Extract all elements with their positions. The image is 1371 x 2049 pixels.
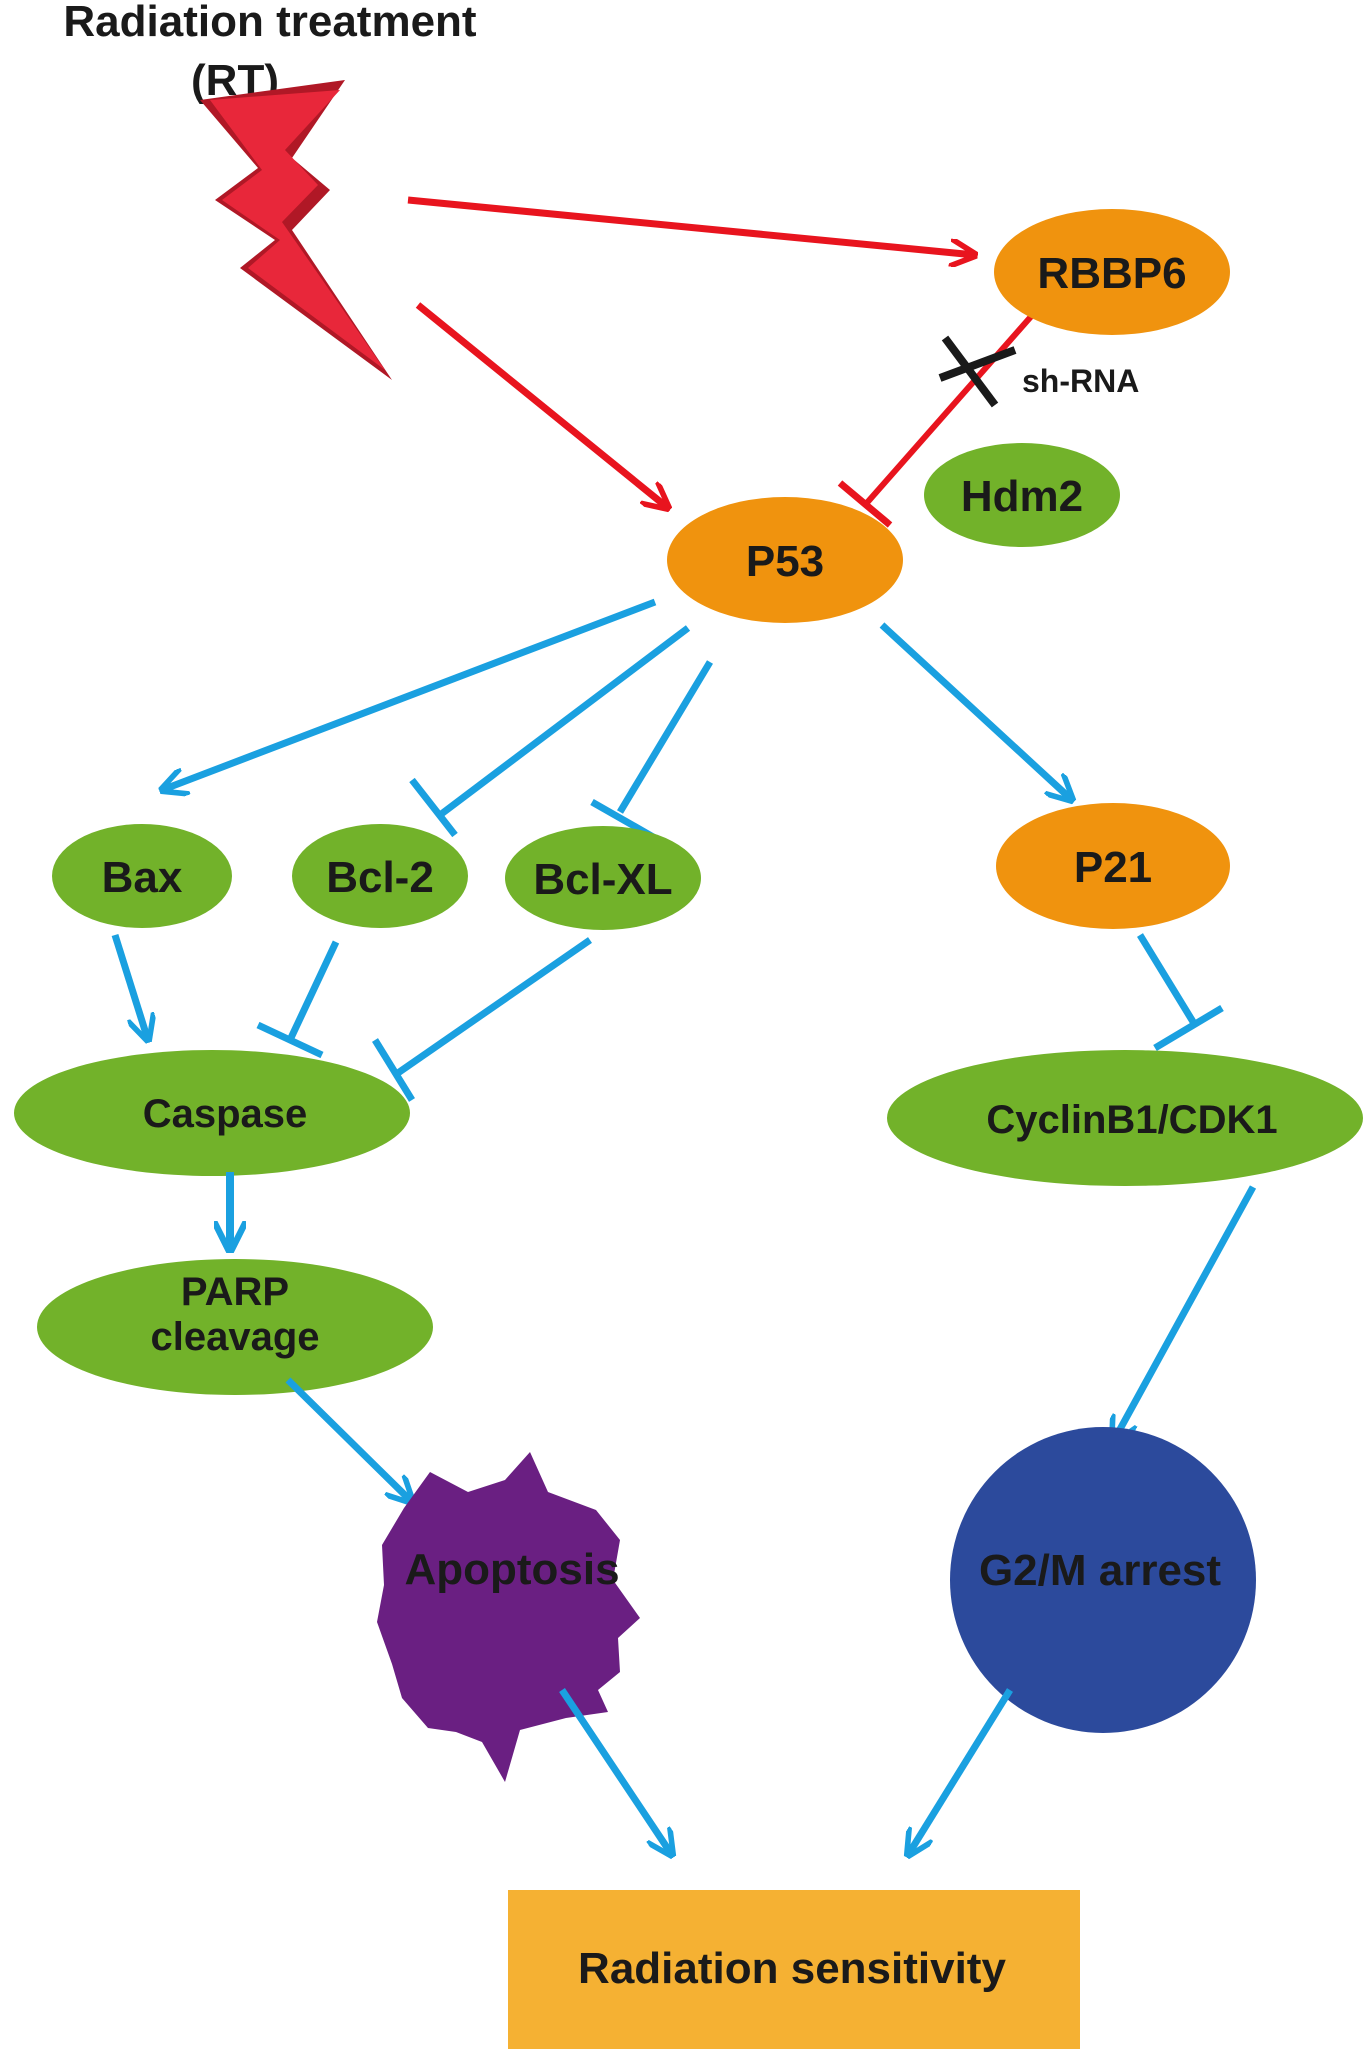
p53-node (667, 497, 903, 623)
rt-to-p53-arrow (415, 302, 668, 508)
parp-label-line2: cleavage (150, 1315, 319, 1359)
parp-label-line1: PARP (181, 1270, 289, 1314)
rt-to-rbbp6-arrow (407, 196, 975, 255)
rbbp6-label: RBBP6 (1037, 249, 1186, 298)
radiation-sensitivity-label: Radiation sensitivity (578, 1944, 1006, 1993)
parp-to-apoptosis-arrow (285, 1377, 412, 1502)
title-line1: Radiation treatment (63, 0, 477, 46)
lightning-bolt-icon (200, 80, 392, 380)
bcl2-node (292, 824, 468, 928)
caspase-node (14, 1050, 410, 1176)
p21-label: P21 (1074, 843, 1152, 892)
cyclin-label: CyclinB1/CDK1 (986, 1098, 1277, 1142)
bclxl-label: Bcl-XL (533, 855, 672, 904)
p53-to-p21-arrow (879, 622, 1072, 800)
bax-node (52, 824, 232, 928)
hdm2-node (924, 443, 1120, 547)
p53-to-bax-arrow (162, 598, 657, 790)
shrna-label: sh-RNA (1022, 363, 1139, 399)
g2m-to-sensitivity-arrow (908, 1688, 1013, 1855)
apoptosis-to-sensitivity-arrow (559, 1688, 672, 1855)
p21-inhibits-cyclin (1137, 933, 1224, 1052)
p21-node (996, 803, 1230, 929)
bax-to-caspase-arrow (111, 933, 148, 1040)
apoptosis-label: Apoptosis (404, 1545, 619, 1594)
g2m-label: G2/M arrest (979, 1546, 1221, 1595)
bax-label: Bax (102, 853, 183, 902)
cyclin-to-g2m-arrow (1113, 1185, 1257, 1442)
p53-inhibits-bcl2 (409, 625, 691, 838)
bclxl-node (505, 826, 701, 930)
radiation-sensitivity-box (508, 1890, 1080, 2049)
hdm2-label: Hdm2 (961, 472, 1083, 521)
rbbp6-node (994, 209, 1230, 335)
bclxl-inhibits-caspase (372, 937, 592, 1102)
g2m-arrest-node (950, 1427, 1256, 1733)
x-block-icon (938, 335, 1017, 408)
rbbp6-inhibits-p53 (837, 310, 1038, 528)
p53-label: P53 (746, 537, 824, 586)
bcl2-inhibits-caspase (256, 940, 340, 1059)
caspase-label: Caspase (143, 1092, 308, 1136)
cyclin-node (887, 1050, 1363, 1186)
parp-cleavage-node (37, 1259, 433, 1395)
apoptosis-cell-icon (377, 1452, 640, 1782)
bcl2-label: Bcl-2 (326, 853, 434, 902)
